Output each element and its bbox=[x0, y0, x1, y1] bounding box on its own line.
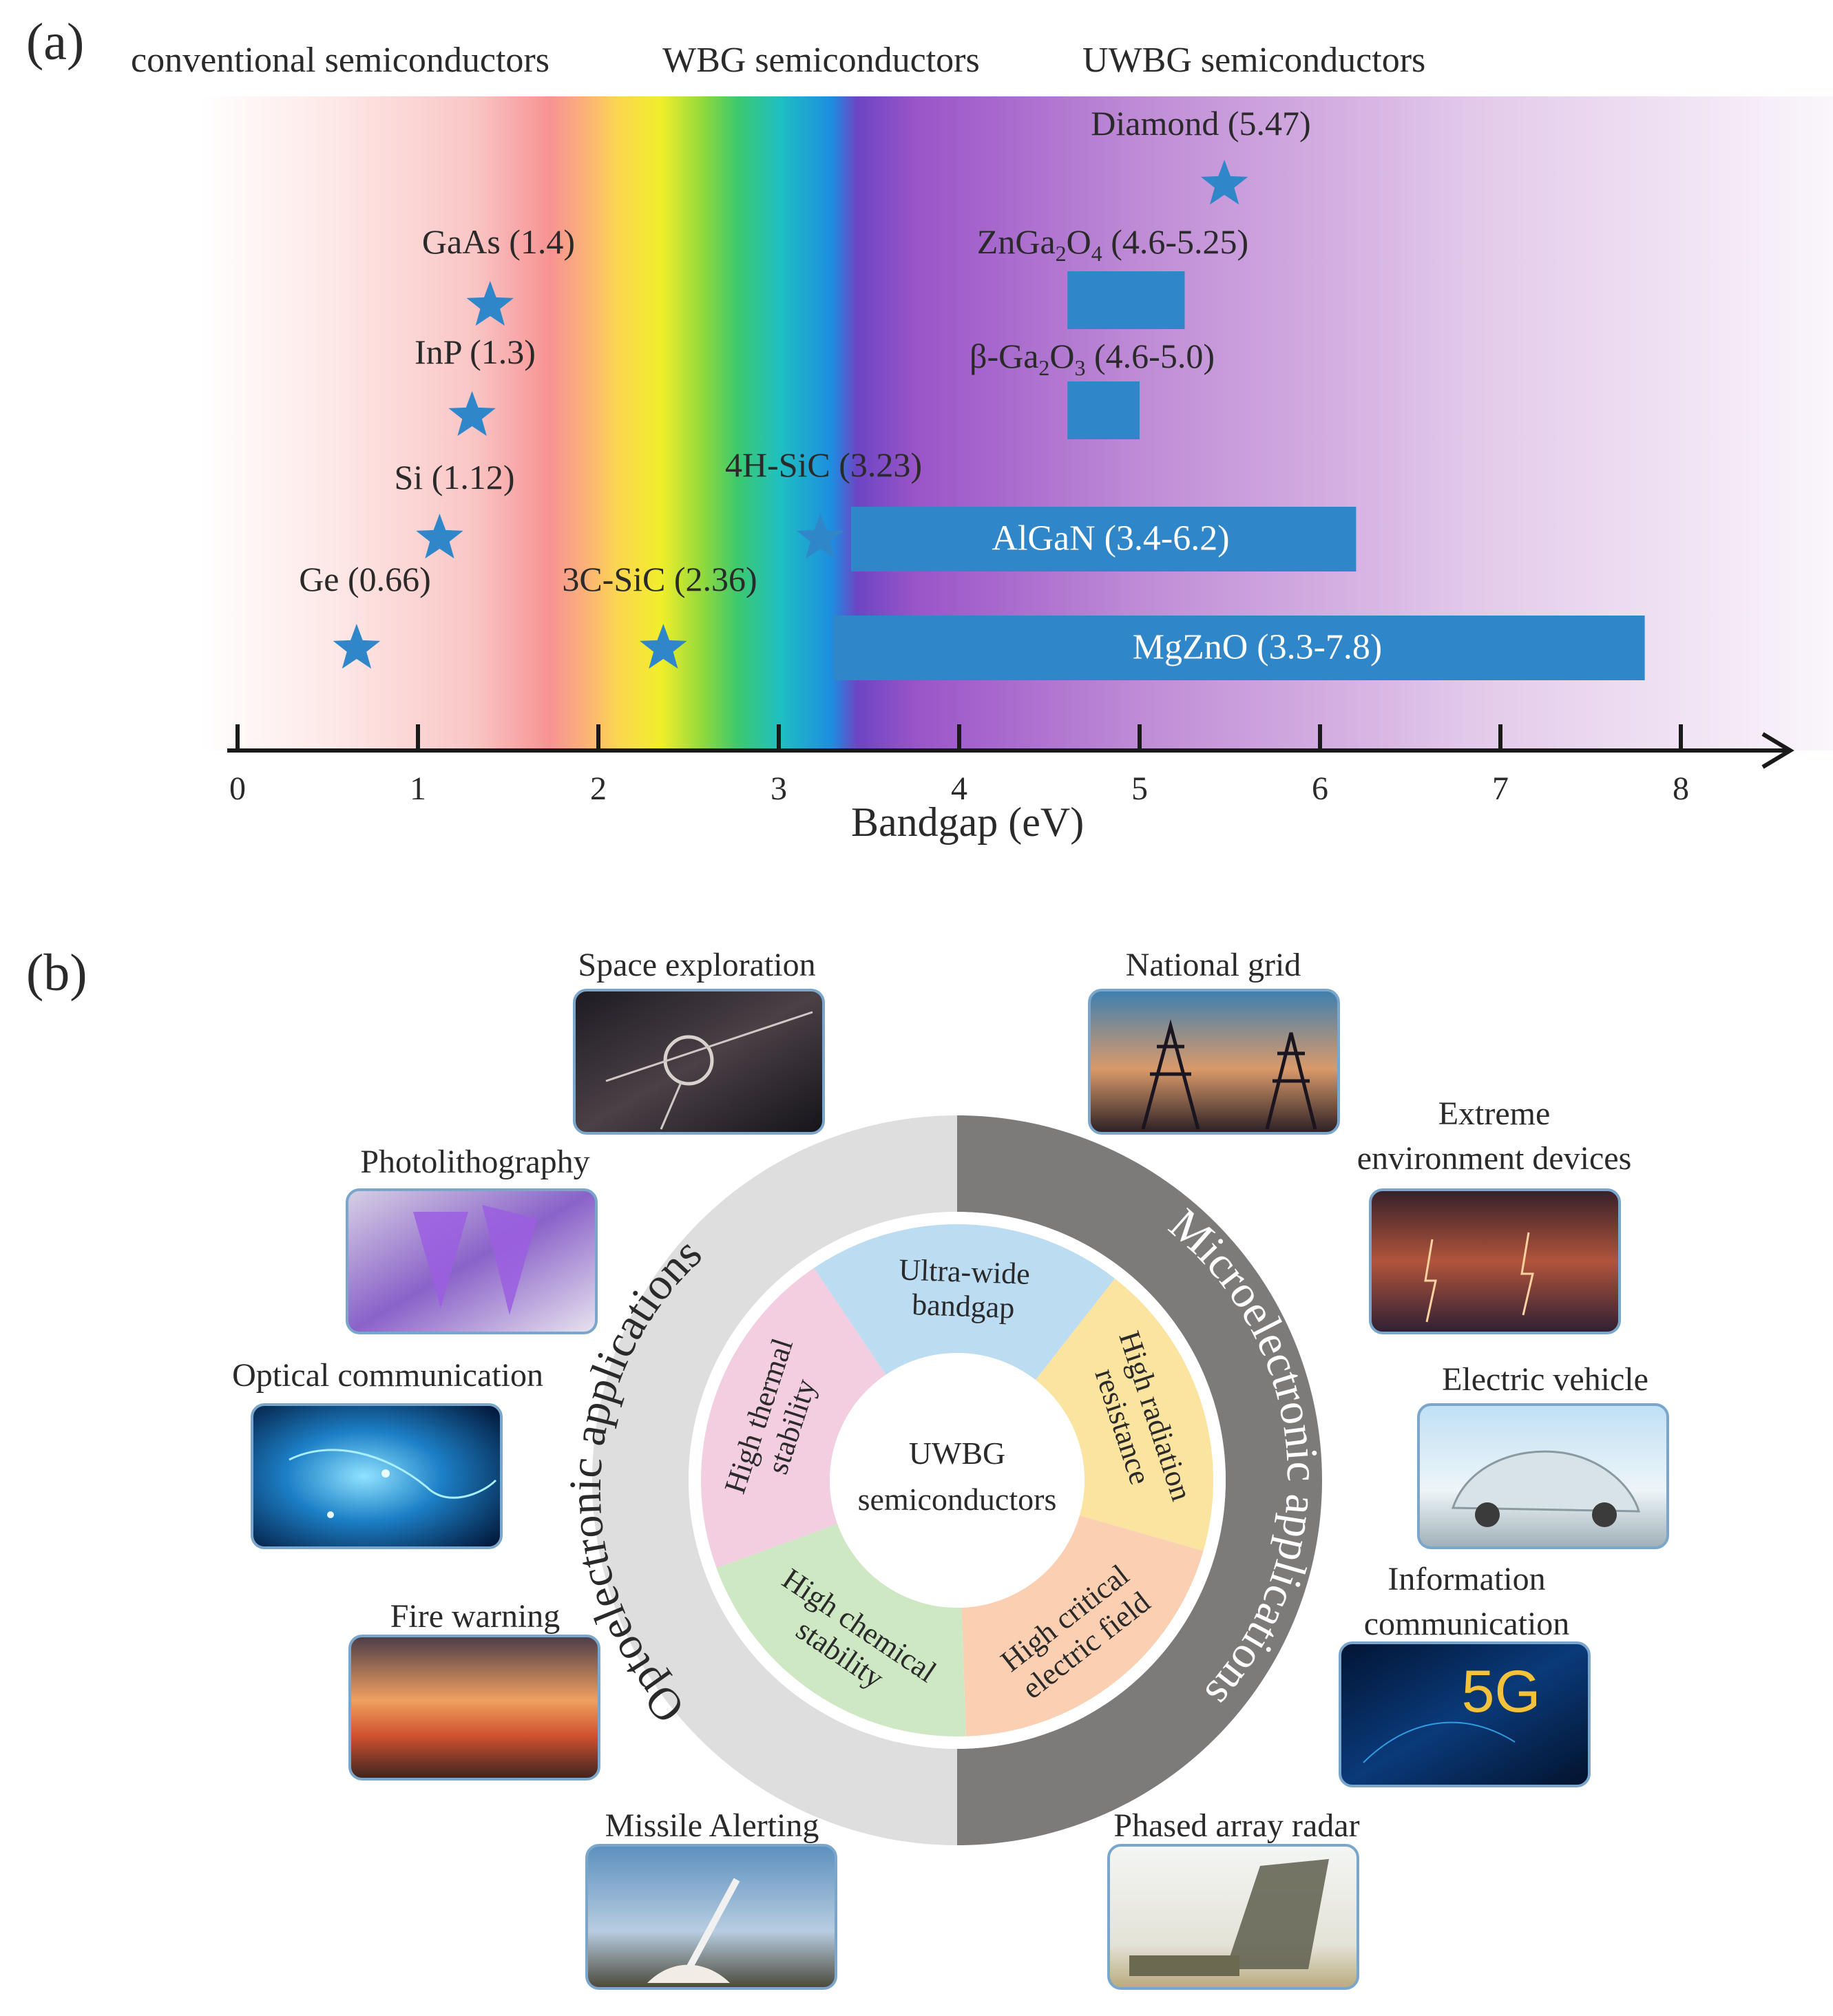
thumb-missile-alerting bbox=[585, 1844, 837, 1990]
star-marker-ge bbox=[333, 624, 381, 669]
property-sector-3 bbox=[716, 1524, 966, 1737]
x-axis-ticks bbox=[235, 724, 1683, 752]
material-label-gaas: GaAs (1.4) bbox=[421, 222, 576, 261]
app-title-fire-warning: Fire warning bbox=[390, 1598, 561, 1635]
x-tick-label-5: 5 bbox=[1131, 770, 1148, 807]
thumb-photolithography bbox=[346, 1188, 598, 1334]
thumb-information-communication: 5G bbox=[1339, 1641, 1591, 1787]
app-title-photolithography: Photolithography bbox=[360, 1144, 590, 1180]
range-bar-mgzno bbox=[832, 616, 1645, 680]
material-label-si: Si (1.12) bbox=[394, 458, 515, 496]
x-axis-title: Bandgap (eV) bbox=[851, 799, 1085, 845]
outer-ring-right bbox=[957, 1115, 1322, 1845]
material-label-znga2o4: ZnGa2O4 (4.6-5.25) bbox=[976, 222, 1249, 266]
x-axis-arrowhead bbox=[1761, 732, 1794, 769]
thumb-electric-vehicle bbox=[1417, 1403, 1669, 1549]
material-label-3c-sic: 3C-SiC (2.36) bbox=[562, 560, 757, 598]
app-title-phased-array-radar: Phased array radar bbox=[1113, 1807, 1360, 1844]
star-marker-si bbox=[416, 514, 463, 559]
star-markers bbox=[333, 160, 1248, 669]
star-marker-3c-sic bbox=[640, 624, 687, 669]
property-sector-1 bbox=[1035, 1278, 1213, 1551]
category-uwbg: UWBG semiconductors bbox=[1082, 41, 1426, 80]
property-sector-2 bbox=[961, 1515, 1204, 1736]
material-label-4h-sic: 4H-SiC (3.23) bbox=[724, 445, 923, 484]
5g-badge: 5G bbox=[1462, 1659, 1541, 1725]
app-title-optical-communication: Optical communication bbox=[232, 1357, 543, 1394]
center-disc bbox=[830, 1353, 1085, 1608]
thumb-optical-communication bbox=[251, 1403, 503, 1549]
thumb-phased-array-radar bbox=[1107, 1844, 1359, 1990]
range-bar-beta-ga2o3 bbox=[1067, 381, 1140, 439]
star-marker-gaas bbox=[466, 281, 514, 326]
thumb-national-grid bbox=[1088, 989, 1340, 1135]
bar-label-mgzno: MgZnO (3.3-7.8) bbox=[1132, 627, 1383, 667]
x-tick-label-7: 7 bbox=[1492, 770, 1509, 807]
x-tick-label-6: 6 bbox=[1312, 770, 1328, 807]
x-tick-label-2: 2 bbox=[590, 770, 607, 807]
bar-label-algan: AlGaN (3.4-6.2) bbox=[992, 518, 1230, 558]
app-title-space-exploration: Space exploration bbox=[578, 947, 816, 983]
star-marker-diamond bbox=[1200, 160, 1248, 205]
category-conventional: conventional semiconductors bbox=[131, 41, 549, 80]
property-sector-4 bbox=[700, 1268, 886, 1568]
category-wbg: WBG semiconductors bbox=[662, 41, 980, 80]
thumb-fire-warning bbox=[348, 1635, 600, 1781]
range-bar-algan bbox=[850, 507, 1357, 571]
material-label-diamond: Diamond (5.47) bbox=[1091, 104, 1311, 143]
x-tick-label-3: 3 bbox=[771, 770, 787, 807]
app-title-national-grid: National grid bbox=[1125, 947, 1301, 983]
x-tick-label-1: 1 bbox=[410, 770, 426, 807]
star-marker-4h-sic bbox=[797, 514, 844, 559]
center-label: UWBG semiconductors bbox=[857, 1436, 1057, 1517]
panel-a-chart bbox=[200, 96, 1833, 769]
range-bars bbox=[832, 271, 1645, 680]
outer-ring-left bbox=[592, 1115, 957, 1845]
x-tick-label-8: 8 bbox=[1673, 770, 1689, 807]
app-title-extreme-environment: Extreme environment devices bbox=[1357, 1095, 1632, 1177]
x-tick-label-4: 4 bbox=[951, 770, 967, 807]
app-title-electric-vehicle: Electric vehicle bbox=[1442, 1361, 1648, 1398]
property-sector-0 bbox=[813, 1224, 1115, 1380]
material-label-inp: InP (1.3) bbox=[415, 333, 536, 371]
thumb-extreme-environment bbox=[1369, 1188, 1621, 1334]
material-label-ga2o3: β-Ga2O3 (4.6-5.0) bbox=[970, 337, 1215, 380]
panel-b-label: (b) bbox=[26, 944, 87, 1002]
range-bar-znga2o4 bbox=[1067, 271, 1185, 329]
x-tick-label-0: 0 bbox=[229, 770, 246, 807]
thumb-space-exploration bbox=[573, 989, 825, 1135]
material-label-ge: Ge (0.66) bbox=[299, 560, 431, 598]
property-label-0: Ultra-widebandgap bbox=[897, 1252, 1031, 1325]
star-marker-inp bbox=[448, 391, 496, 437]
panel-a-label: (a) bbox=[26, 13, 85, 71]
app-title-information-communication: Information communication bbox=[1363, 1561, 1570, 1642]
app-title-missile-alerting: Missile Alerting bbox=[605, 1807, 819, 1844]
